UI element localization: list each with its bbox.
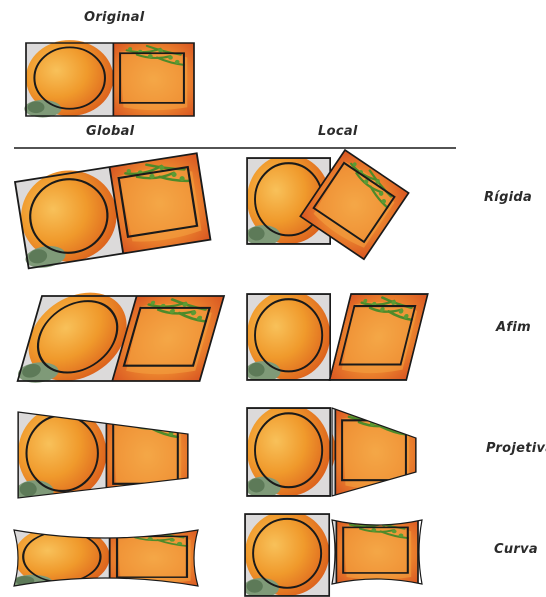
curved-global-image	[12, 526, 198, 590]
curved-local-image	[243, 511, 422, 597]
projective-local-image	[245, 404, 416, 497]
original-image	[24, 40, 194, 117]
rigid-local-image	[229, 100, 410, 261]
rigid-global-image	[13, 150, 211, 271]
projective-global-image	[16, 406, 188, 501]
affine-global-image	[15, 293, 225, 383]
affine-local-image	[244, 291, 428, 382]
